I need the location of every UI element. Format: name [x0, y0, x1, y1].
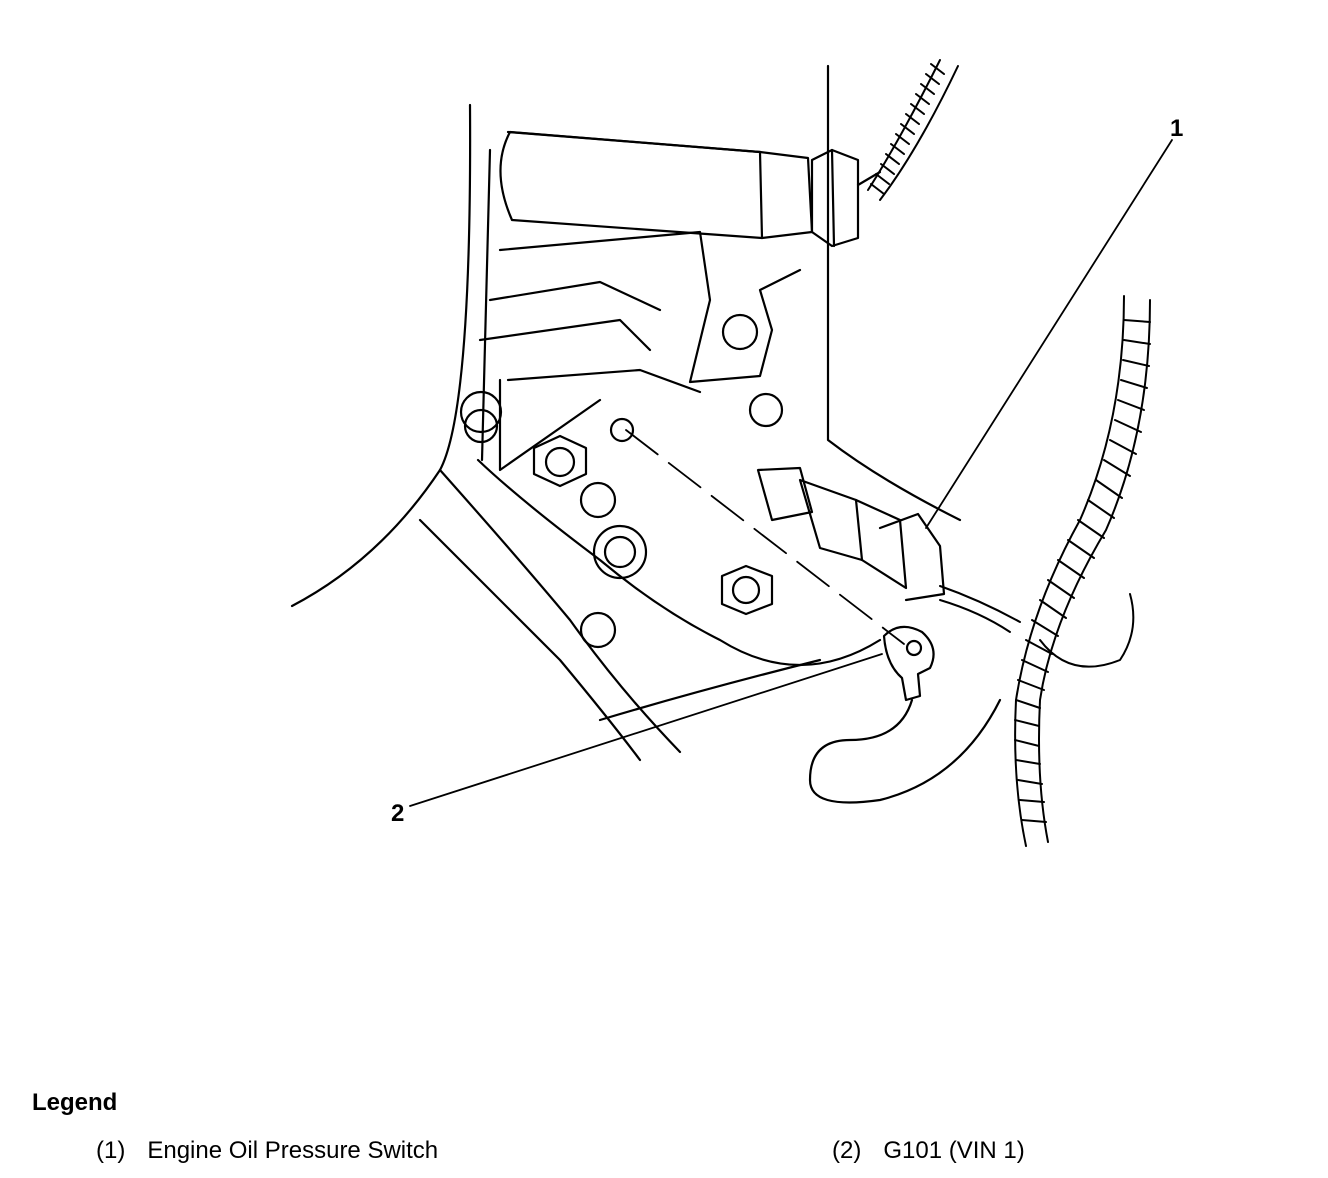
upper-sensor: [499, 130, 882, 248]
leader-line-1: [925, 139, 1173, 529]
engine-block-outline: [290, 64, 962, 762]
right-conduit: [1014, 295, 1151, 847]
callout-number-1: 1: [1170, 115, 1184, 142]
leader-lines: [409, 139, 1173, 807]
legend-title: Legend: [32, 1089, 118, 1116]
engine-block-illustration: [290, 59, 1173, 847]
bracket: [478, 230, 802, 472]
wire-harness: [939, 585, 1135, 668]
legend-item-number: (1): [96, 1137, 126, 1164]
upper-conduit: [867, 59, 959, 201]
legend-item-1: (1) Engine Oil Pressure Switch: [96, 1137, 438, 1165]
leader-line-2: [409, 653, 883, 807]
legend-item-label: G101 (VIN 1): [883, 1137, 1025, 1164]
bolts: [459, 313, 784, 649]
assembly-center-line: [625, 429, 905, 645]
oil-pressure-switch: [756, 466, 946, 602]
legend-item-2: (2) G101 (VIN 1): [832, 1137, 1025, 1165]
legend-item-label: Engine Oil Pressure Switch: [147, 1137, 439, 1164]
legend-item-number: (2): [832, 1137, 862, 1164]
ground-terminal: [808, 625, 1002, 804]
callout-number-2: 2: [391, 800, 405, 827]
